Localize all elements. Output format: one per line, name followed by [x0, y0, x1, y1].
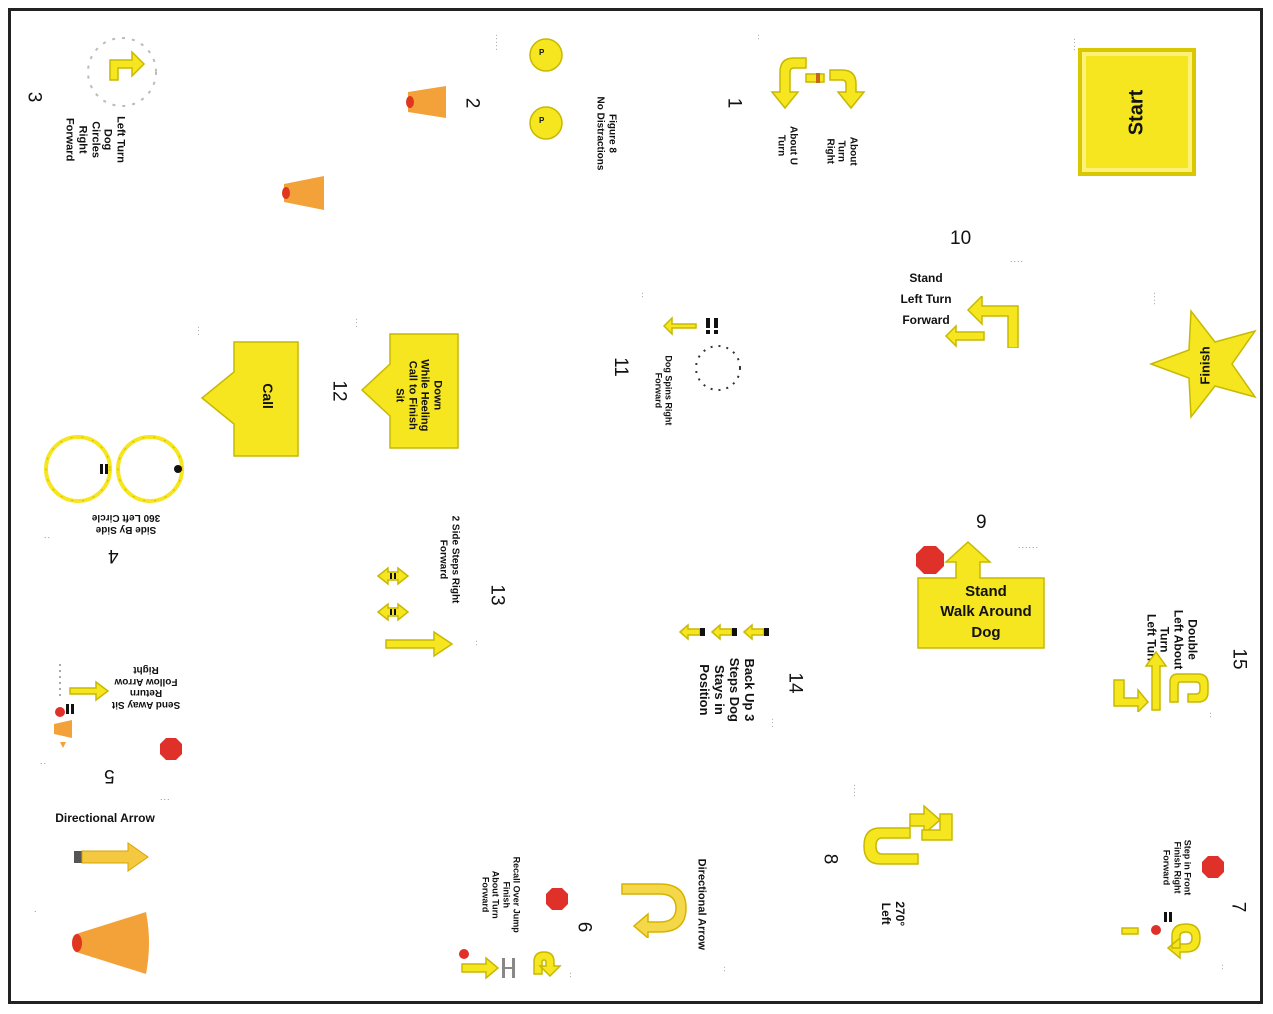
dot-marker: .. — [474, 640, 484, 647]
side-steps-icon — [376, 566, 410, 630]
station-12-call-text: Call — [260, 374, 276, 418]
station-6-text: Recall Over Jump Finish About Turn Forwa… — [480, 840, 521, 950]
dot-marker: . — [34, 904, 38, 914]
station-11-text: Dog Spins Right Forward — [653, 345, 674, 435]
station-4-number: 4 — [108, 544, 119, 566]
station-3-text: Left Turn Dog Circles Right Forward — [63, 95, 126, 185]
step-in-front-icon — [1120, 906, 1210, 962]
dot-marker: ... — [160, 792, 171, 802]
start-label: Start — [1125, 89, 1148, 135]
dot-marker: ... — [354, 318, 364, 329]
station-7-text: Step in Front Finish Right Forward — [1161, 823, 1192, 913]
cone-icon — [68, 908, 152, 978]
dot-marker: .. — [1208, 712, 1218, 719]
directional-arrow-icon — [72, 840, 152, 874]
dot-marker: ...... — [1018, 540, 1039, 550]
side-by-side-circle-icon — [42, 432, 188, 506]
dot-marker: .. — [756, 34, 766, 41]
dot-marker: ... — [770, 718, 780, 729]
station-8-text: 270° Left — [878, 874, 906, 954]
dot-marker: .... — [1152, 292, 1162, 306]
dot-marker: .. — [44, 530, 51, 540]
dog-spins-icon — [662, 312, 752, 402]
station-13-number: 13 — [486, 584, 508, 605]
dot-marker: .... — [852, 784, 862, 798]
figure8-post-icon — [527, 104, 565, 142]
270-left-icon — [860, 804, 956, 874]
figure8-post-icon — [527, 36, 565, 74]
dot-marker: .. — [568, 972, 578, 979]
dot-marker: .. — [40, 756, 47, 766]
directional-arrow-label: Directional Arrow — [30, 812, 180, 826]
left-turn-arrow-icon — [944, 296, 1024, 348]
station-7-number: 7 — [1226, 902, 1248, 913]
start-sign: Start — [1078, 48, 1196, 176]
dot-marker: .... — [1010, 254, 1024, 264]
directional-u-arrow-icon — [620, 878, 692, 938]
directional-arrow-label-2: Directional Arrow — [695, 839, 708, 969]
halt-sign-icon — [158, 736, 184, 762]
forward-arrow-icon — [384, 630, 454, 658]
station-1-text-a: About U Turn — [776, 111, 799, 181]
dot-marker: .. — [640, 292, 650, 299]
station-14-text: Back Up 3 Steps Dog Stays in Position — [696, 640, 756, 740]
post-label: P — [539, 48, 544, 57]
station-3-number: 3 — [22, 92, 44, 103]
station-5-text: Send Away Sit Return Follow Arrow Right — [96, 664, 196, 710]
send-away-icon — [50, 660, 110, 750]
station-1-number: 1 — [722, 98, 744, 109]
dot-marker: .... — [1072, 38, 1082, 52]
station-5-number: 5 — [104, 764, 115, 786]
halt-sign-icon — [1200, 854, 1226, 880]
dot-marker: ... — [196, 326, 206, 337]
station-14-number: 14 — [784, 672, 806, 693]
finish-label: Finish — [1199, 343, 1214, 387]
cone-icon — [280, 174, 328, 212]
halt-sign-icon — [544, 886, 570, 912]
call-sign — [200, 340, 300, 458]
dot-marker: ..... — [494, 34, 504, 52]
station-13-text: 2 Side Steps Right Forward — [438, 495, 461, 625]
dot-marker: .. — [1220, 964, 1230, 971]
station-9-text: Stand Walk Around Dog — [926, 582, 1046, 643]
station-15-number: 15 — [1228, 648, 1250, 669]
station-10-number: 10 — [950, 228, 971, 250]
station-8-number: 8 — [818, 854, 840, 865]
station-2-number: 2 — [460, 98, 482, 109]
double-left-about-icon — [1108, 650, 1212, 712]
post-label: P — [539, 116, 544, 125]
station-12-text: Down While Heeling Call to Finish Sit — [393, 345, 444, 445]
about-turn-icon — [770, 52, 870, 112]
station-9-number: 9 — [976, 512, 987, 534]
station-4-text: Side By Side 360 Left Circle — [66, 512, 186, 535]
course-map-frame — [8, 8, 1263, 1004]
station-2-text: Figure 8 No Distractions — [595, 74, 618, 194]
station-11-number: 11 — [609, 357, 631, 377]
halt-sign-icon — [914, 544, 946, 576]
recall-jump-icon — [456, 944, 566, 984]
station-1-text-b: About Turn Right — [824, 116, 859, 186]
station-12-number: 12 — [328, 380, 350, 401]
dot-marker: .. — [722, 966, 732, 973]
station-6-number: 6 — [572, 922, 594, 933]
cone-icon — [404, 84, 450, 120]
